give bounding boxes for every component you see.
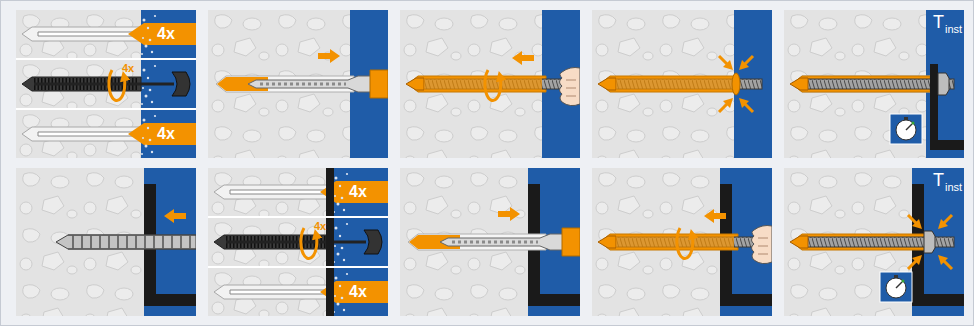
step-insert-rod: [400, 10, 580, 158]
torque-symbol: T: [933, 13, 944, 31]
step-inject: [400, 168, 580, 316]
repeat-count: 4x: [349, 184, 367, 200]
step-cure: [592, 10, 772, 158]
torque-subscript: inst: [945, 182, 962, 193]
step-torque: [784, 10, 964, 158]
repeat-count: 4x: [349, 284, 367, 300]
step-clean: [16, 10, 196, 158]
repeat-count: 4x: [122, 63, 134, 74]
repeat-count: 4x: [157, 126, 175, 142]
torque-subscript: inst: [945, 24, 962, 35]
repeat-count: 4x: [314, 221, 326, 232]
step-clean: [208, 168, 388, 316]
step-torque: [784, 168, 964, 316]
step-inject: [208, 10, 388, 158]
repeat-count: 4x: [157, 26, 175, 42]
torque-symbol: T: [933, 171, 944, 189]
step-drill: [16, 168, 196, 316]
step-insert-rod: [592, 168, 772, 316]
